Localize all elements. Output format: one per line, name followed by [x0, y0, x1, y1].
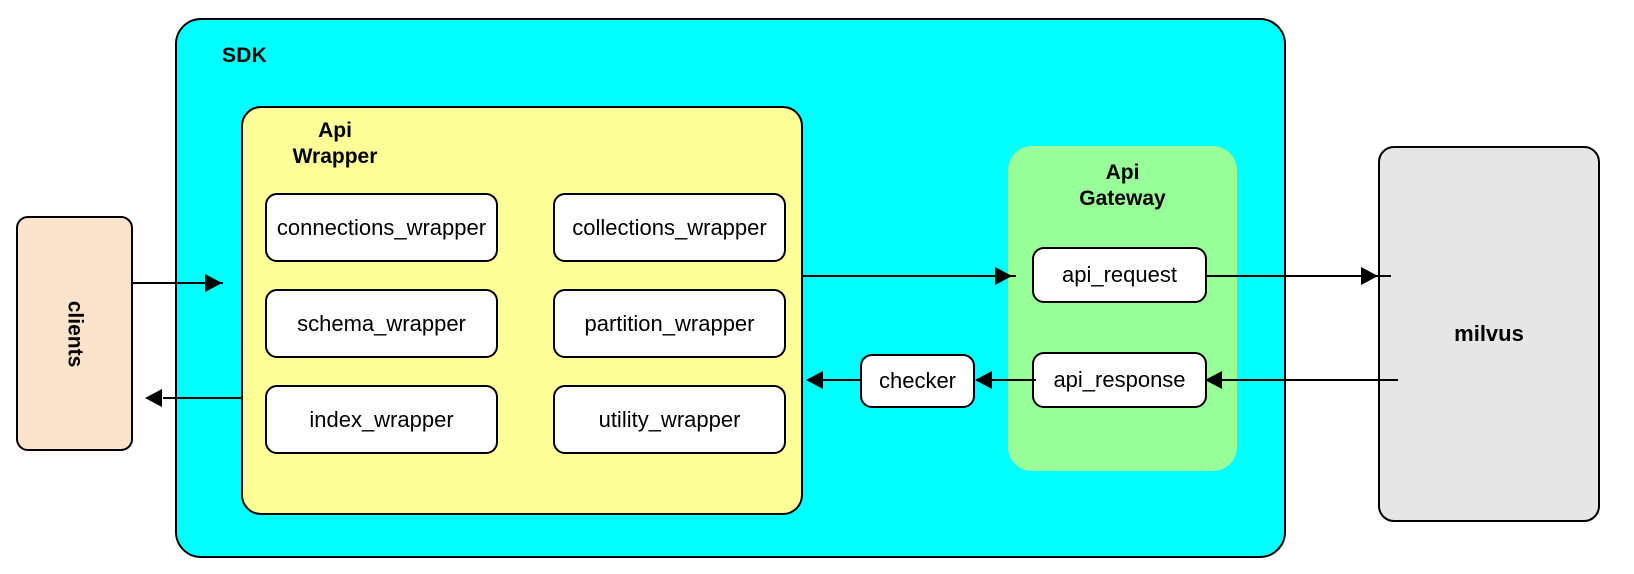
schema-wrapper-card[interactable]: schema_wrapper	[265, 289, 498, 358]
utility-wrapper-card[interactable]: utility_wrapper	[553, 385, 786, 454]
api-gateway-label-line1: Api	[1105, 161, 1140, 184]
api-wrapper-label-line2: Wrapper	[292, 144, 378, 168]
connections-wrapper-card[interactable]: connections_wrapper	[265, 193, 498, 262]
checker-node[interactable]: checker	[860, 354, 975, 408]
clients-label: clients	[63, 300, 87, 367]
connector-response-to-checker	[990, 379, 1036, 381]
api-request-card[interactable]: api_request	[1032, 247, 1207, 303]
arrowhead-response-to-checker	[975, 371, 992, 389]
api-response-card[interactable]: api_response	[1032, 352, 1207, 408]
partition-wrapper-card[interactable]: partition_wrapper	[553, 289, 786, 358]
connector-checker-to-wrapper	[823, 379, 861, 381]
arrowhead-wrapper-to-clients	[145, 389, 162, 407]
api-gateway-container[interactable]: Api Gateway	[1008, 146, 1237, 471]
connector-milvus-to-response	[1218, 379, 1398, 381]
arrowhead-milvus-to-response	[1205, 371, 1222, 389]
clients-node[interactable]: clients	[16, 216, 133, 451]
arrowhead-wrapper-to-gateway	[995, 267, 1012, 285]
api-gateway-label-line2: Gateway	[1079, 186, 1166, 210]
connector-clients-to-wrapper	[133, 282, 223, 284]
api-wrapper-label: Api Wrapper	[265, 118, 405, 169]
arrowhead-request-to-milvus	[1361, 267, 1378, 285]
arrowhead-checker-to-wrapper	[806, 371, 823, 389]
connector-wrapper-to-gateway	[801, 275, 1016, 277]
milvus-node[interactable]: milvus	[1378, 146, 1600, 522]
connector-wrapper-to-clients	[163, 397, 241, 399]
collections-wrapper-card[interactable]: collections_wrapper	[553, 193, 786, 262]
arrowhead-clients-to-wrapper	[205, 274, 222, 292]
index-wrapper-card[interactable]: index_wrapper	[265, 385, 498, 454]
connector-request-to-milvus	[1206, 275, 1391, 277]
api-gateway-label: Api Gateway	[1008, 160, 1237, 211]
api-wrapper-label-line1: Api	[318, 119, 352, 142]
sdk-label: SDK	[222, 44, 267, 67]
